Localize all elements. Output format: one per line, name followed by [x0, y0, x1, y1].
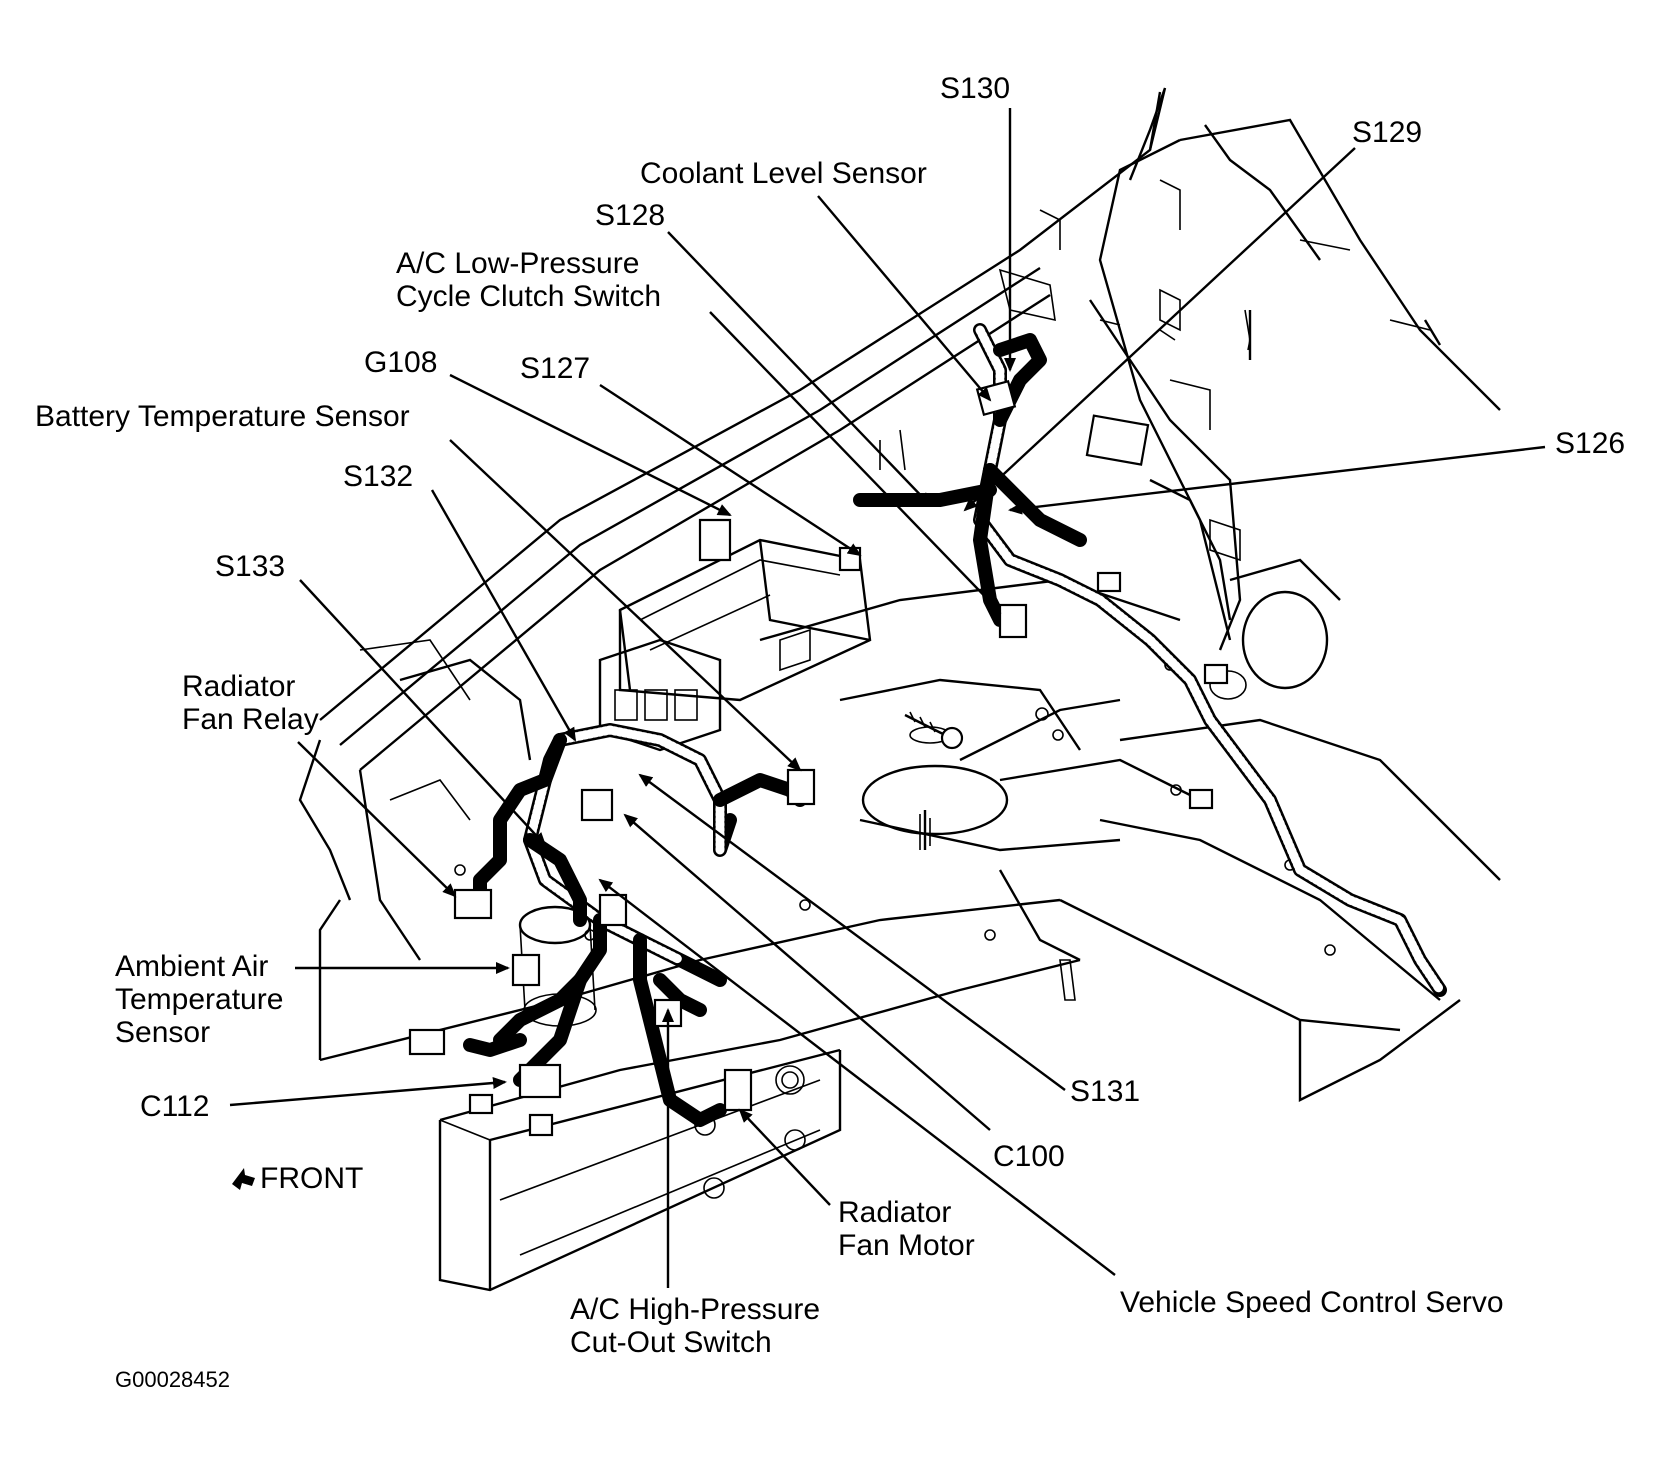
label-radiator-fan-relay-line1: Radiator: [182, 670, 296, 703]
label-battery-temperature-sensor: Battery Temperature Sensor: [35, 400, 410, 433]
label-ac-low-pressure-line1: A/C Low-Pressure: [396, 247, 640, 280]
label-radiator-fan-relay-line2: Fan Relay: [182, 703, 319, 736]
label-ac-high-pressure-line2: Cut-Out Switch: [570, 1326, 772, 1359]
front-arrow-icon: [232, 1168, 255, 1190]
label-s132: S132: [343, 460, 414, 493]
leader-lines: [229, 108, 1546, 1288]
wiring-harness: [463, 323, 1447, 1127]
front-direction-indicator: FRONT: [230, 1162, 363, 1196]
label-s126: S126: [1555, 427, 1626, 460]
label-s130: S130: [940, 72, 1011, 105]
label-s127: S127: [520, 352, 591, 385]
label-ambient-air-line1: Ambient Air: [115, 950, 269, 983]
label-s131: S131: [1070, 1075, 1141, 1108]
label-c112: C112: [140, 1090, 210, 1123]
label-ambient-air-line3: Sensor: [115, 1016, 211, 1049]
connectors: [408, 379, 1229, 1137]
label-front: FRONT: [260, 1162, 364, 1195]
label-ac-low-pressure-line2: Cycle Clutch Switch: [396, 280, 662, 313]
label-radiator-fan-motor-line2: Fan Motor: [838, 1229, 975, 1262]
label-c100: C100: [993, 1140, 1065, 1173]
label-vehicle-speed-control-servo: Vehicle Speed Control Servo: [1120, 1286, 1504, 1319]
figure-code: G00028452: [115, 1367, 230, 1392]
label-coolant-level-sensor: Coolant Level Sensor: [640, 157, 927, 190]
label-ac-high-pressure-line1: A/C High-Pressure: [570, 1293, 821, 1326]
label-radiator-fan-motor-line1: Radiator: [838, 1196, 952, 1229]
label-s133: S133: [215, 550, 286, 583]
label-s129: S129: [1352, 116, 1423, 149]
label-ambient-air-line2: Temperature: [115, 983, 284, 1016]
label-g108: G108: [364, 346, 438, 379]
body-structure: [298, 87, 1501, 1292]
label-s128: S128: [595, 199, 666, 232]
